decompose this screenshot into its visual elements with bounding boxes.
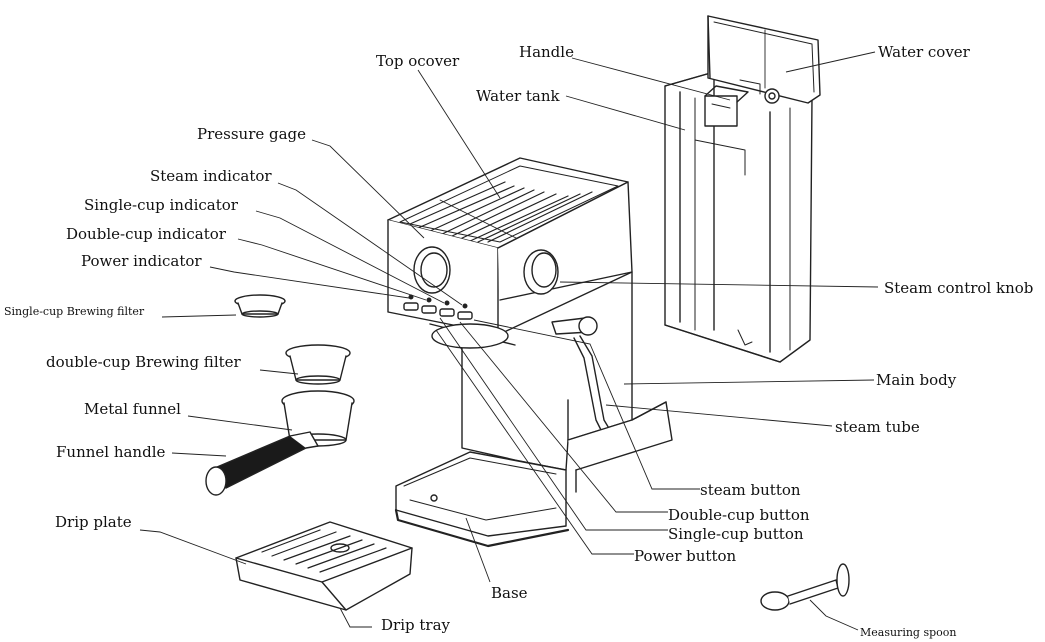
label-water-cover: Water cover bbox=[878, 43, 970, 61]
label-steam-control-knob: Steam control knob bbox=[884, 279, 1034, 297]
metal-funnel-part bbox=[281, 390, 355, 447]
label-measuring-spoon: Measuring spoon bbox=[860, 626, 957, 639]
label-power-button: Power button bbox=[634, 547, 737, 565]
water-tank-part bbox=[664, 71, 813, 363]
label-funnel-handle: Funnel handle bbox=[56, 443, 166, 461]
label-steam-button: steam button bbox=[700, 481, 801, 499]
main-body-part bbox=[387, 157, 673, 548]
label-pressure-gage: Pressure gage bbox=[197, 125, 307, 143]
leader-lines bbox=[139, 51, 879, 631]
double-cup-filter-part bbox=[285, 344, 351, 385]
label-single-cup-button: Single-cup button bbox=[668, 525, 804, 543]
label-metal-funnel: Metal funnel bbox=[84, 400, 181, 418]
label-drip-tray: Drip tray bbox=[381, 616, 450, 634]
tank-handle-part bbox=[704, 79, 780, 127]
measuring-spoon-part bbox=[760, 563, 850, 611]
label-steam-tube: steam tube bbox=[835, 418, 920, 436]
label-base: Base bbox=[491, 584, 528, 602]
label-double-cup-filter: double-cup Brewing filter bbox=[46, 353, 241, 371]
funnel-handle-part bbox=[205, 431, 319, 496]
drip-plate-part bbox=[235, 521, 413, 611]
label-single-cup-filter: Single-cup Brewing filter bbox=[4, 305, 145, 318]
water-cover-part bbox=[707, 15, 821, 104]
label-handle: Handle bbox=[519, 43, 574, 61]
label-drip-plate: Drip plate bbox=[55, 513, 132, 531]
label-power-indicator: Power indicator bbox=[81, 252, 202, 270]
label-single-cup-indicator: Single-cup indicator bbox=[84, 196, 238, 214]
label-double-cup-indicator: Double-cup indicator bbox=[66, 225, 226, 243]
label-water-tank: Water tank bbox=[476, 87, 560, 105]
label-double-cup-button: Double-cup button bbox=[668, 506, 810, 524]
single-cup-filter-part bbox=[234, 294, 286, 318]
label-steam-indicator: Steam indicator bbox=[150, 167, 272, 185]
label-main-body: Main body bbox=[876, 371, 957, 389]
label-top-cover: Top ocover bbox=[376, 52, 460, 70]
